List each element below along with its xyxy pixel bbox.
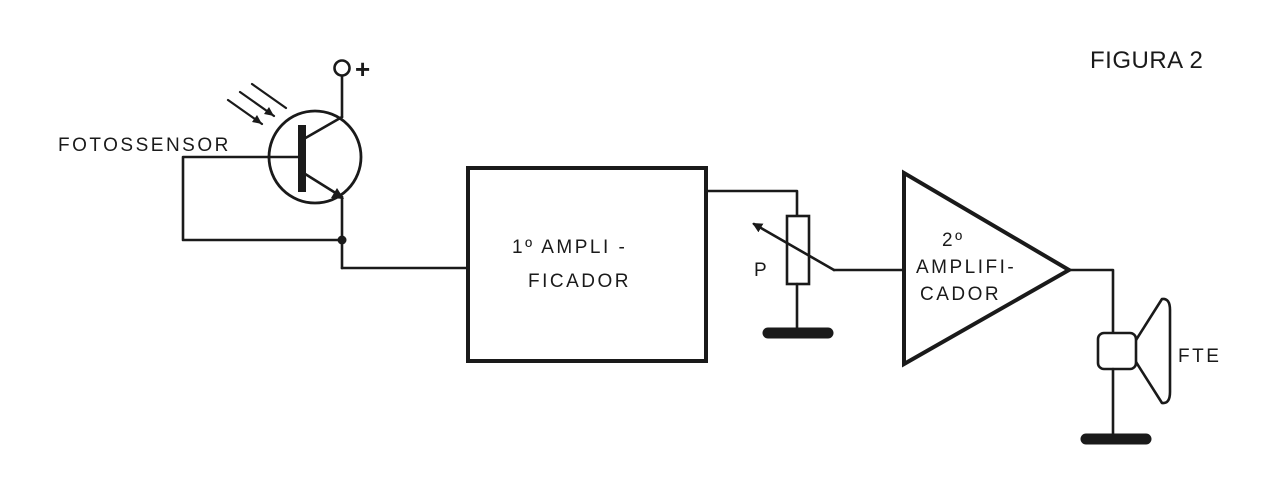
speaker-icon [1080,297,1172,445]
sensor-label: FOTOSSENSOR [58,135,231,156]
amp2-output-wire [1067,268,1115,335]
potentiometer-icon [752,214,836,339]
first-amplifier-label-line2: FICADOR [528,271,631,292]
junction-dot [337,235,347,245]
figure-title: FIGURA 2 [1090,47,1203,74]
amp1-output-wire [704,189,799,218]
input-wiring [181,155,470,270]
second-amplifier-label-line3: CADOR [920,284,1001,305]
potentiometer-label: P [754,260,769,281]
light-rays-icon [226,82,288,126]
supply-terminal-icon [333,59,351,119]
second-amplifier-label-line1: 2º [942,230,965,251]
speaker-label: FTE [1178,346,1221,367]
second-amplifier-label-line2: AMPLIFI- [916,257,1016,278]
phototransistor-icon [266,109,363,205]
supply-label: + [355,54,370,84]
second-amplifier-block [902,169,1073,368]
first-amplifier-label-line1: 1º AMPLI - [512,237,627,258]
first-amplifier-block [466,166,708,363]
